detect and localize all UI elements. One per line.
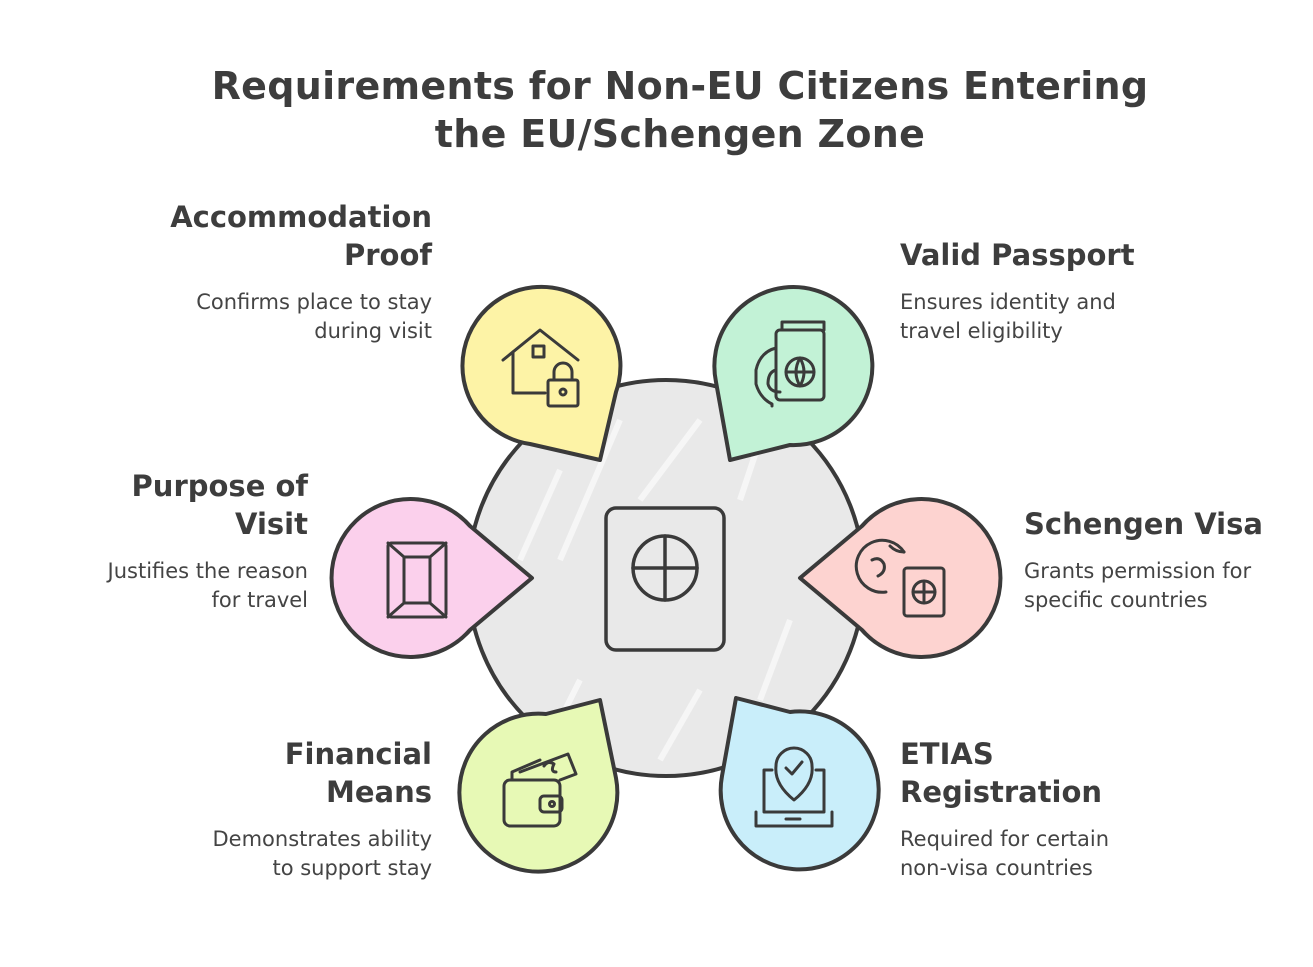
globe-passport-icon xyxy=(854,538,946,618)
item-financial-heading: Financial Means xyxy=(32,735,432,811)
envelope-icon xyxy=(386,541,448,619)
heading-line: Valid Passport xyxy=(900,238,1135,272)
passport-icon xyxy=(604,506,726,652)
item-purpose-description: Justifies the reason for travel xyxy=(0,557,308,615)
item-purpose: Purpose of Visit Justifies the reason fo… xyxy=(0,467,308,615)
description-line: Justifies the reason xyxy=(107,559,308,583)
description-line: to support stay xyxy=(272,856,432,880)
passport-hand-icon xyxy=(754,320,826,408)
heading-line: Financial xyxy=(284,737,432,771)
item-accommodation-description: Confirms place to stay during visit xyxy=(32,288,432,346)
item-passport-heading: Valid Passport xyxy=(900,236,1300,274)
description-line: Ensures identity and xyxy=(900,290,1116,314)
description-line: non-visa countries xyxy=(900,856,1093,880)
house-lock-icon xyxy=(501,328,580,408)
item-visa-node xyxy=(798,497,1003,659)
etias-bubble xyxy=(718,696,881,872)
heading-line: ETIAS xyxy=(900,737,994,771)
item-passport: Valid Passport Ensures identity and trav… xyxy=(900,236,1300,346)
heading-line: Schengen Visa xyxy=(1024,507,1263,541)
item-passport-node xyxy=(712,285,875,462)
item-purpose-node xyxy=(329,497,534,659)
item-financial-description: Demonstrates ability to support stay xyxy=(32,825,432,883)
heading-line: Visit xyxy=(235,507,308,541)
description-line: Grants permission for xyxy=(1024,559,1252,583)
item-accommodation: Accommodation Proof Confirms place to st… xyxy=(32,198,432,346)
laptop-check-icon xyxy=(754,746,834,828)
heading-line: Proof xyxy=(343,238,432,272)
item-etias-node xyxy=(718,696,881,872)
purpose-bubble xyxy=(329,497,534,659)
item-financial-node xyxy=(457,698,620,874)
center-hatching xyxy=(517,418,793,762)
visa-bubble xyxy=(798,497,1003,659)
title-line-1: Requirements for Non-EU Citizens Enterin… xyxy=(211,64,1149,108)
description-line: Demonstrates ability xyxy=(212,827,432,851)
description-line: for travel xyxy=(211,588,308,612)
description-line: Required for certain xyxy=(900,827,1110,851)
item-purpose-heading: Purpose of Visit xyxy=(0,467,308,543)
item-etias-heading: ETIAS Registration xyxy=(900,735,1300,811)
item-visa: Schengen Visa Grants permission for spec… xyxy=(1024,505,1309,615)
item-visa-heading: Schengen Visa xyxy=(1024,505,1309,543)
page-title: Requirements for Non-EU Citizens Enterin… xyxy=(180,62,1180,158)
item-etias-description: Required for certain non-visa countries xyxy=(900,825,1300,883)
center-hub xyxy=(466,378,866,778)
heading-line: Registration xyxy=(900,775,1103,809)
description-line: during visit xyxy=(314,319,432,343)
financial-bubble xyxy=(457,698,620,874)
title-line-2: the EU/Schengen Zone xyxy=(434,112,926,156)
item-accommodation-heading: Accommodation Proof xyxy=(32,198,432,274)
heading-line: Accommodation xyxy=(170,200,432,234)
item-financial: Financial Means Demonstrates ability to … xyxy=(32,735,432,883)
wallet-icon xyxy=(502,752,578,828)
description-line: specific countries xyxy=(1024,588,1208,612)
heading-line: Purpose of xyxy=(131,469,308,503)
item-passport-description: Ensures identity and travel eligibility xyxy=(900,288,1300,346)
item-etias: ETIAS Registration Required for certain … xyxy=(900,735,1300,883)
item-accommodation-node xyxy=(460,284,623,462)
heading-line: Means xyxy=(325,775,432,809)
accommodation-bubble xyxy=(460,284,623,462)
description-line: travel eligibility xyxy=(900,319,1063,343)
passport-bubble xyxy=(712,285,875,462)
item-visa-description: Grants permission for specific countries xyxy=(1024,557,1309,615)
description-line: Confirms place to stay xyxy=(196,290,432,314)
